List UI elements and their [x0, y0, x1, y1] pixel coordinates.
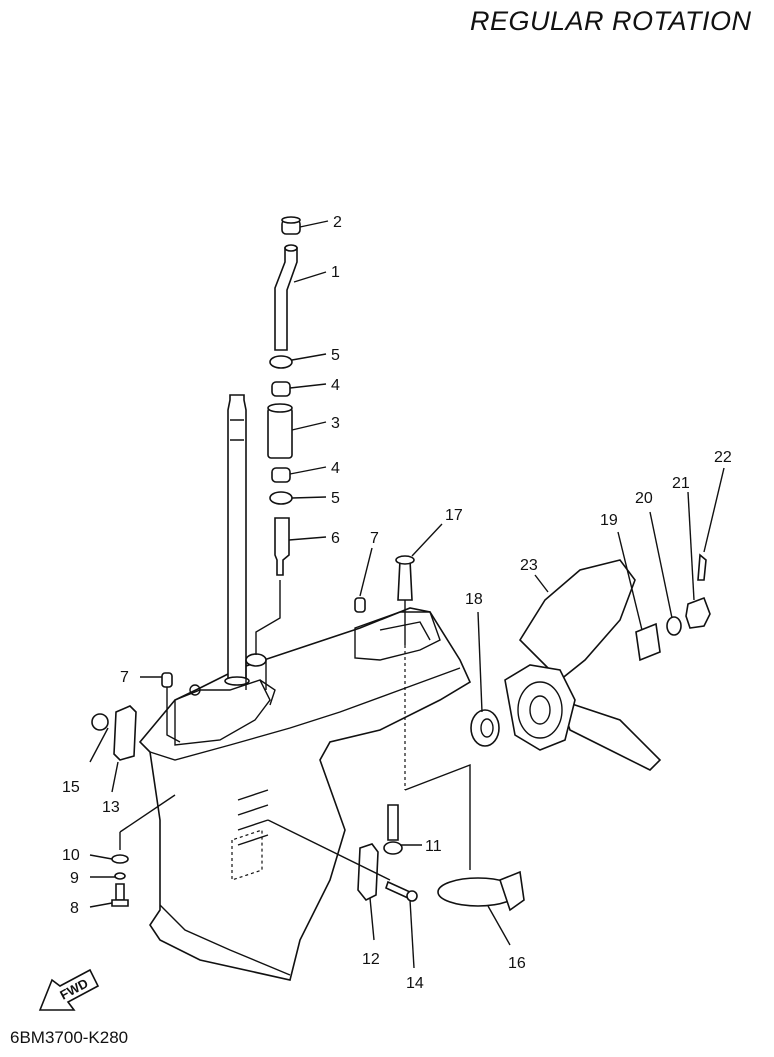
leader-lines [89, 220, 725, 969]
callout-6: 6 [331, 530, 340, 547]
callout-labels: 2 1 5 4 3 4 5 6 7 17 7 15 13 10 9 8 11 1… [62, 214, 732, 992]
callout-9: 9 [70, 870, 79, 887]
diagram-title: REGULAR ROTATION [470, 6, 752, 36]
callout-3: 3 [331, 415, 340, 432]
callout-19: 19 [600, 512, 618, 529]
callout-10: 10 [62, 847, 80, 864]
callout-13: 13 [102, 799, 120, 816]
fwd-arrow: FWD [38, 968, 100, 1011]
callout-17: 17 [445, 507, 463, 524]
callout-11: 11 [425, 838, 442, 855]
callout-7a: 7 [370, 530, 379, 547]
callout-12: 12 [362, 951, 380, 968]
drive-shaft [224, 394, 267, 690]
diagram-code: 6BM3700-K280 [10, 1028, 129, 1047]
callout-20: 20 [635, 490, 653, 507]
propeller-assembly [470, 553, 711, 771]
callout-22: 22 [714, 449, 732, 466]
water-tube-assembly [255, 216, 301, 655]
callout-4b: 4 [331, 460, 340, 477]
center-parts [267, 555, 525, 912]
callout-2: 2 [333, 214, 342, 231]
callout-16: 16 [508, 955, 526, 972]
lower-casing [138, 607, 472, 981]
callout-8: 8 [70, 900, 79, 917]
callout-23: 23 [520, 557, 538, 574]
callout-14: 14 [406, 975, 424, 992]
callout-18: 18 [465, 591, 483, 608]
callout-4a: 4 [331, 377, 340, 394]
callout-5a: 5 [331, 347, 340, 364]
callout-21: 21 [672, 475, 690, 492]
callout-7b: 7 [120, 669, 129, 686]
callout-15: 15 [62, 779, 80, 796]
callout-1: 1 [331, 264, 340, 281]
callout-5b: 5 [331, 490, 340, 507]
